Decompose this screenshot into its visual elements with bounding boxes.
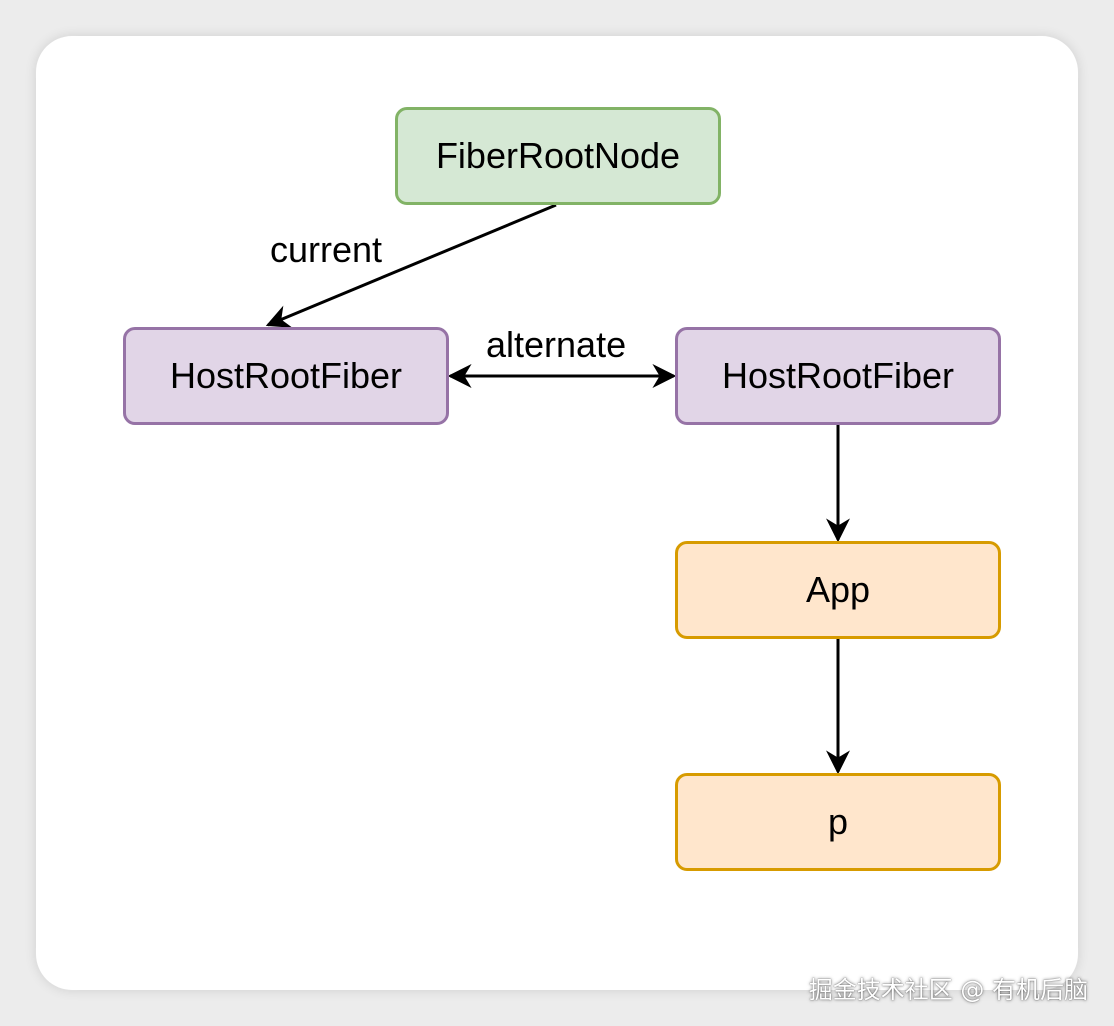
node-app: App (675, 541, 1001, 639)
node-host-root-fiber-current: HostRootFiber (123, 327, 449, 425)
edge-label-alternate: alternate (486, 324, 627, 365)
node-host-root-fiber-alternate-label: HostRootFiber (721, 355, 955, 396)
node-p: p (675, 773, 1001, 871)
node-app-label: App (805, 569, 871, 610)
node-p-label: p (827, 801, 849, 842)
node-fiber-root-node-label: FiberRootNode (435, 135, 681, 176)
watermark: 掘金技术社区 @ 有机后脑 (808, 976, 1088, 1004)
edge-label-current: current (270, 229, 383, 270)
node-host-root-fiber-alternate: HostRootFiber (675, 327, 1001, 425)
node-host-root-fiber-current-label: HostRootFiber (169, 355, 403, 396)
node-fiber-root-node: FiberRootNode (395, 107, 721, 205)
edge-current-arrow (265, 203, 557, 328)
